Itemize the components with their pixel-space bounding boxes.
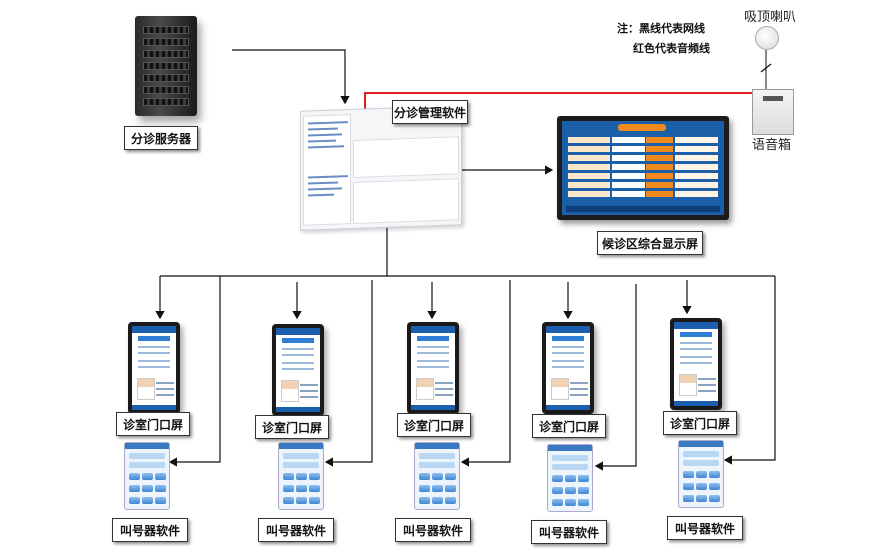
ceiling-speaker-label: 吸顶喇叭 [744, 10, 797, 25]
door-screen-icon [128, 322, 180, 414]
audio-box-label: 语音箱 [752, 138, 792, 153]
waiting-area-display-icon [557, 116, 729, 220]
ceiling-speaker-icon [755, 26, 779, 50]
caller-device-icon [278, 442, 324, 510]
caller-device-icon [547, 444, 593, 512]
door-screen-label-1: 诊室门口屏 [116, 412, 190, 436]
door-screen-icon [670, 318, 722, 410]
drop-caller-4 [594, 284, 637, 471]
door-screen-icon [542, 322, 594, 414]
server-label: 分诊服务器 [124, 126, 198, 150]
door-screen-icon [272, 324, 324, 416]
legend-audio-note: 红色代表音频线 [633, 42, 710, 55]
caller-device-icon [678, 440, 724, 508]
caller-label-4: 叫号器软件 [531, 520, 607, 544]
drop-caller-2 [324, 280, 373, 467]
audio-box-icon [752, 89, 794, 135]
triage-software-screenshot [300, 105, 462, 231]
caller-device-icon [414, 442, 460, 510]
caller-device-icon [124, 442, 170, 510]
speaker-tick [760, 63, 772, 73]
legend-network-note: 注：黑线代表网线 [617, 22, 705, 35]
caller-label-5: 叫号器软件 [667, 516, 743, 540]
caller-label-2: 叫号器软件 [258, 518, 334, 542]
network-line-server [232, 49, 350, 105]
caller-label-1: 叫号器软件 [112, 518, 188, 542]
display-label: 候诊区综合显示屏 [597, 231, 703, 255]
caller-label-3: 叫号器软件 [395, 518, 471, 542]
door-screen-label-3: 诊室门口屏 [397, 413, 471, 437]
drop-caller-1 [168, 276, 221, 467]
drop-caller-3 [460, 280, 511, 467]
door-screen-label-4: 诊室门口屏 [532, 414, 606, 438]
software-label: 分诊管理软件 [392, 100, 468, 124]
door-screen-icon [407, 322, 459, 414]
door-screen-label-2: 诊室门口屏 [255, 415, 329, 439]
drop-caller-5 [723, 276, 776, 465]
server-icon [135, 16, 197, 116]
door-screen-label-5: 诊室门口屏 [663, 411, 737, 435]
